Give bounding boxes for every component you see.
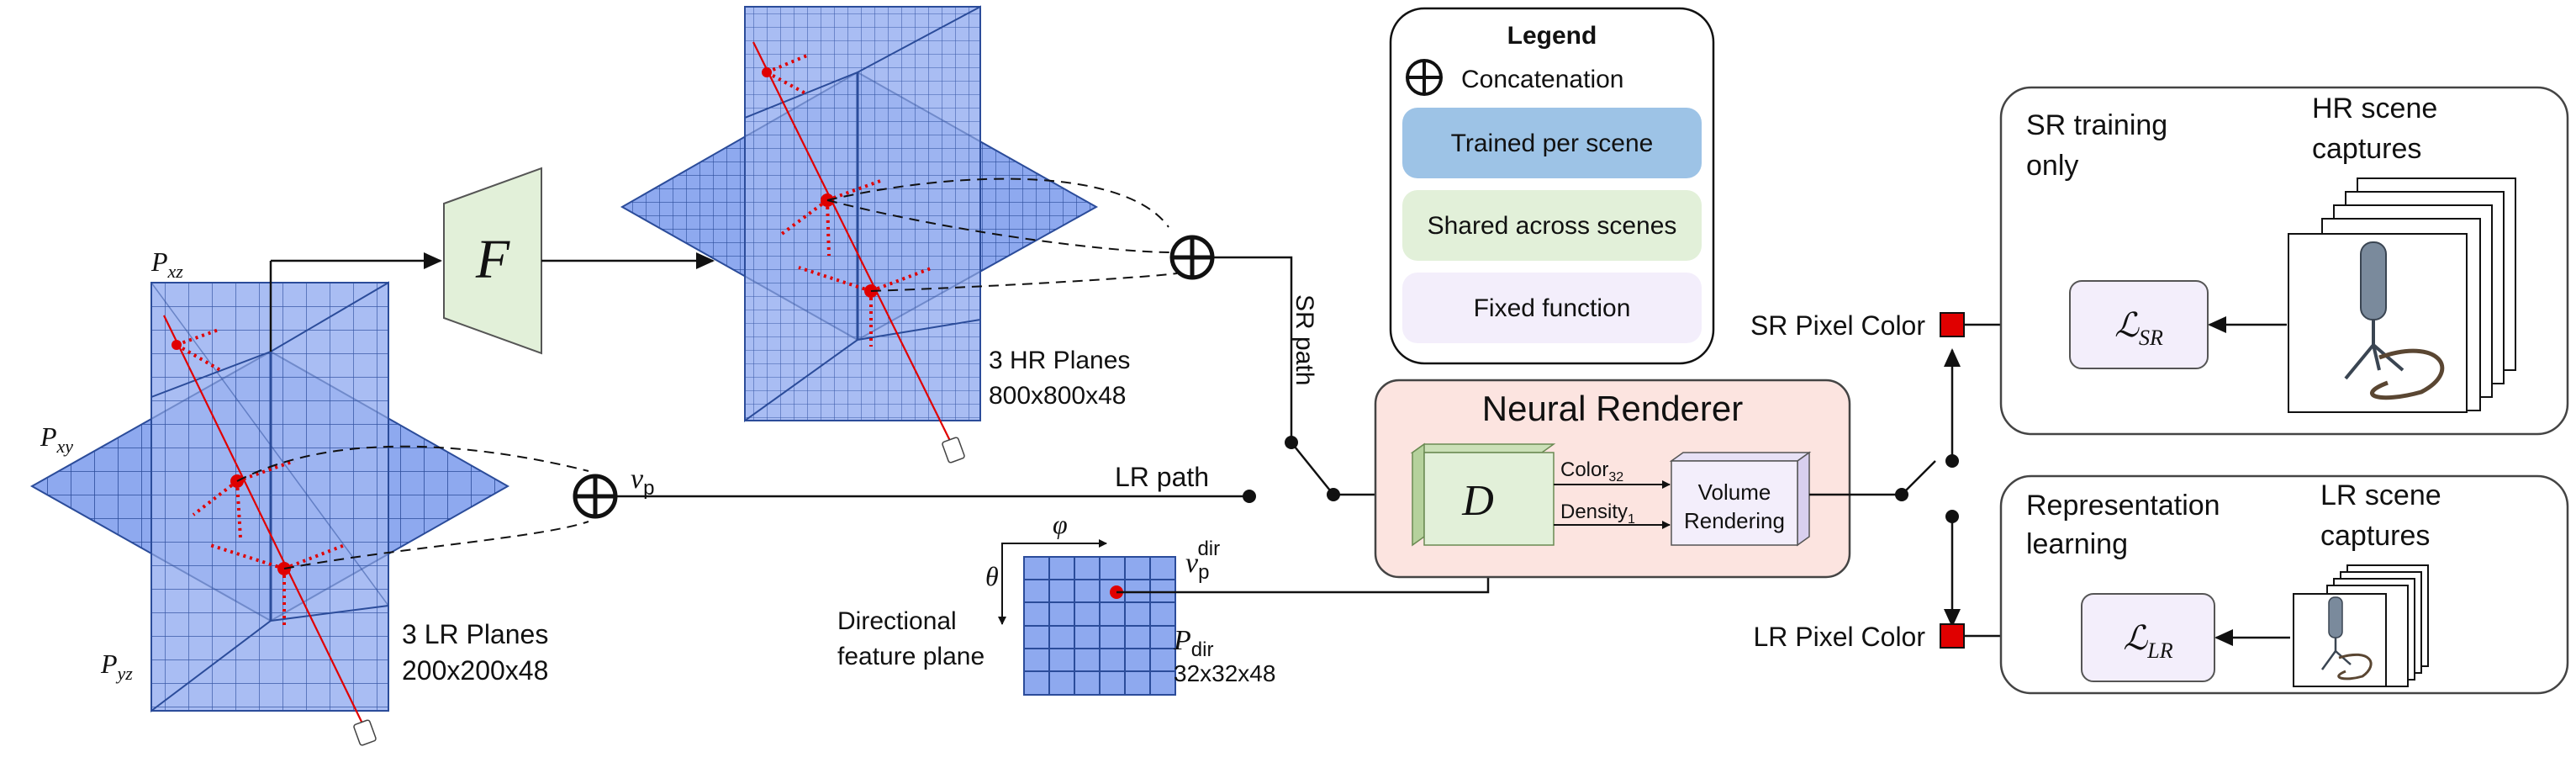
legend-shared-swatch — [1402, 190, 1702, 261]
decoder-d — [1410, 442, 1556, 547]
lr-pixel-marker — [1940, 623, 1965, 649]
concat-symbol-lr — [573, 474, 618, 519]
directional-feature-plane — [1023, 556, 1176, 696]
hr-capture-stack — [2288, 177, 2516, 413]
color-label: Color32 — [1560, 458, 1623, 485]
label-p-xz: Pxz — [150, 246, 183, 282]
legend-fixed-label: Fixed function — [1474, 294, 1631, 322]
legend-trained-swatch — [1402, 108, 1702, 178]
loss-lr-label: ℒLR — [2123, 619, 2172, 663]
lr-path-label: LR path — [1115, 462, 1209, 492]
volume-rendering-1: Volume — [1698, 479, 1771, 505]
phi-label: φ — [1053, 509, 1068, 539]
hr-planes-caption-2: 800x800x48 — [989, 382, 1126, 410]
sr-path-label: SR path — [1291, 294, 1318, 385]
loss-sr-box — [2069, 280, 2209, 369]
lr-ray — [163, 315, 364, 726]
sr-training-label-2: only — [2026, 150, 2078, 182]
legend-title: Legend — [1507, 22, 1597, 50]
microphone-render-hr — [2344, 241, 2445, 400]
lr-planes-caption-2: 200x200x48 — [402, 655, 548, 686]
theta-label: θ — [985, 561, 999, 591]
pdir-size: 32x32x48 — [1174, 660, 1275, 686]
vdir-label: vpdir — [1185, 538, 1220, 584]
lr-capture-stack — [2293, 564, 2429, 687]
density-label: Density1 — [1560, 501, 1635, 527]
neural-renderer-title: Neural Renderer — [1482, 389, 1744, 428]
microphone-render-lr — [2320, 596, 2373, 681]
legend-trained-label: Trained per scene — [1451, 130, 1654, 157]
lr-learning-label-1: Representation — [2026, 490, 2220, 522]
lr-learning-label-2: learning — [2026, 528, 2128, 560]
dir-plane-label-2: feature plane — [837, 643, 984, 670]
hr-ray — [752, 41, 953, 445]
hr-planes — [620, 5, 1178, 463]
legend-concat-symbol — [1406, 59, 1443, 96]
hr-camera-icon — [942, 437, 965, 463]
volume-rendering-2: Rendering — [1684, 508, 1785, 533]
network-f-label: F — [475, 229, 510, 290]
network-f — [443, 167, 542, 355]
lr-captures-label-2: captures — [2320, 520, 2430, 552]
legend-concat-label: Concatenation — [1461, 66, 1623, 93]
hr-captures-label-1: HR scene — [2312, 93, 2437, 124]
label-p-xy: Pxy — [40, 421, 73, 457]
sr-pixel-marker — [1940, 312, 1965, 337]
lr-camera-icon — [353, 719, 377, 746]
sr-path-line — [1212, 256, 1293, 442]
sr-pixel-color-label: SR Pixel Color — [1750, 310, 1925, 341]
hr-planes-caption-1: 3 HR Planes — [989, 347, 1130, 374]
output-switch — [1901, 460, 1936, 495]
sr-training-label-1: SR training — [2026, 109, 2167, 141]
lr-ray-samples — [176, 328, 346, 629]
concat-symbol-hr — [1169, 235, 1215, 280]
path-switch — [1291, 442, 1334, 495]
legend-shared-label: Shared across scenes — [1428, 212, 1677, 240]
lr-planes — [29, 281, 589, 746]
hr-captures-label-2: captures — [2312, 133, 2421, 165]
label-vp: vp — [631, 463, 654, 500]
pdir-label: Pdir — [1173, 625, 1213, 661]
volume-rendering-box — [1669, 451, 1812, 547]
loss-sr-label: ℒSR — [2114, 306, 2163, 350]
label-p-yz: Pyz — [100, 649, 133, 684]
decoder-d-label: D — [1461, 477, 1494, 525]
lr-captures-label-1: LR scene — [2320, 479, 2441, 511]
dir-plane-label-1: Directional — [837, 607, 957, 635]
legend-fixed-swatch — [1402, 273, 1702, 343]
lr-pixel-color-label: LR Pixel Color — [1753, 622, 1925, 652]
loss-lr-box — [2081, 593, 2215, 682]
lr-planes-caption-1: 3 LR Planes — [402, 619, 548, 649]
